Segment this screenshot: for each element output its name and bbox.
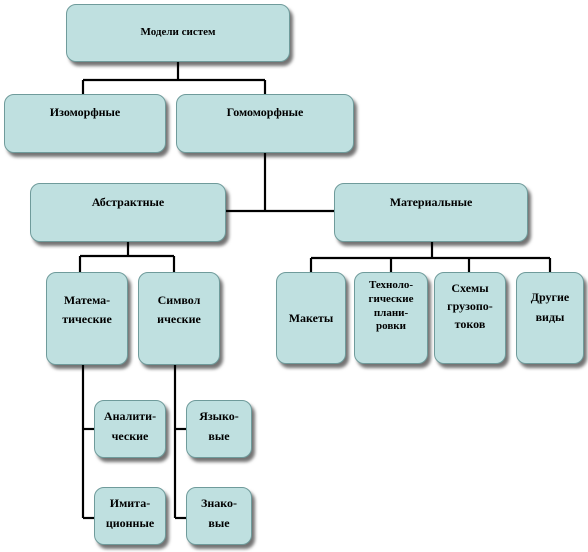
node-abstract: Абстрактные [30, 183, 226, 242]
node-label: Аналити- ческие [103, 409, 157, 444]
node-label: Техноло- гические плани- ровки [368, 279, 414, 333]
node-homomorphic: Гомоморфные [176, 94, 354, 153]
node-isomorphic: Изоморфные [4, 94, 166, 153]
node-symbolic: Символ ические [138, 272, 220, 365]
node-label: Другие виды [530, 290, 570, 325]
node-mathematical: Матема- тические [46, 272, 128, 365]
node-label: Изоморфные [49, 105, 121, 119]
node-label: Гомоморфные [226, 105, 304, 119]
node-analytical: Аналити- ческие [94, 400, 166, 458]
node-label: Имита- ционные [105, 496, 155, 531]
node-cargo-flow-schemes: Схемы грузопо- токов [434, 272, 506, 364]
node-label: Схемы грузопо- токов [447, 281, 493, 331]
node-label: Матема- тические [62, 293, 112, 327]
node-imitational: Имита- ционные [94, 487, 166, 545]
node-material: Материальные [334, 183, 528, 242]
node-linguistic: Языко- вые [186, 400, 252, 458]
node-label: Символ ические [157, 293, 201, 327]
node-technological-schemes: Техноло- гические плани- ровки [354, 272, 428, 364]
node-label: Знако- вые [201, 496, 237, 531]
node-mockups: Макеты [276, 272, 346, 364]
node-label: Модели систем [140, 26, 216, 39]
node-system-models: Модели систем [66, 4, 290, 62]
node-label: Абстрактные [91, 195, 165, 209]
node-label: Материальные [389, 195, 473, 209]
node-label: Макеты [288, 310, 334, 325]
node-label: Языко- вые [199, 409, 239, 444]
node-other-types: Другие виды [516, 272, 584, 364]
node-sign: Знако- вые [186, 487, 252, 545]
